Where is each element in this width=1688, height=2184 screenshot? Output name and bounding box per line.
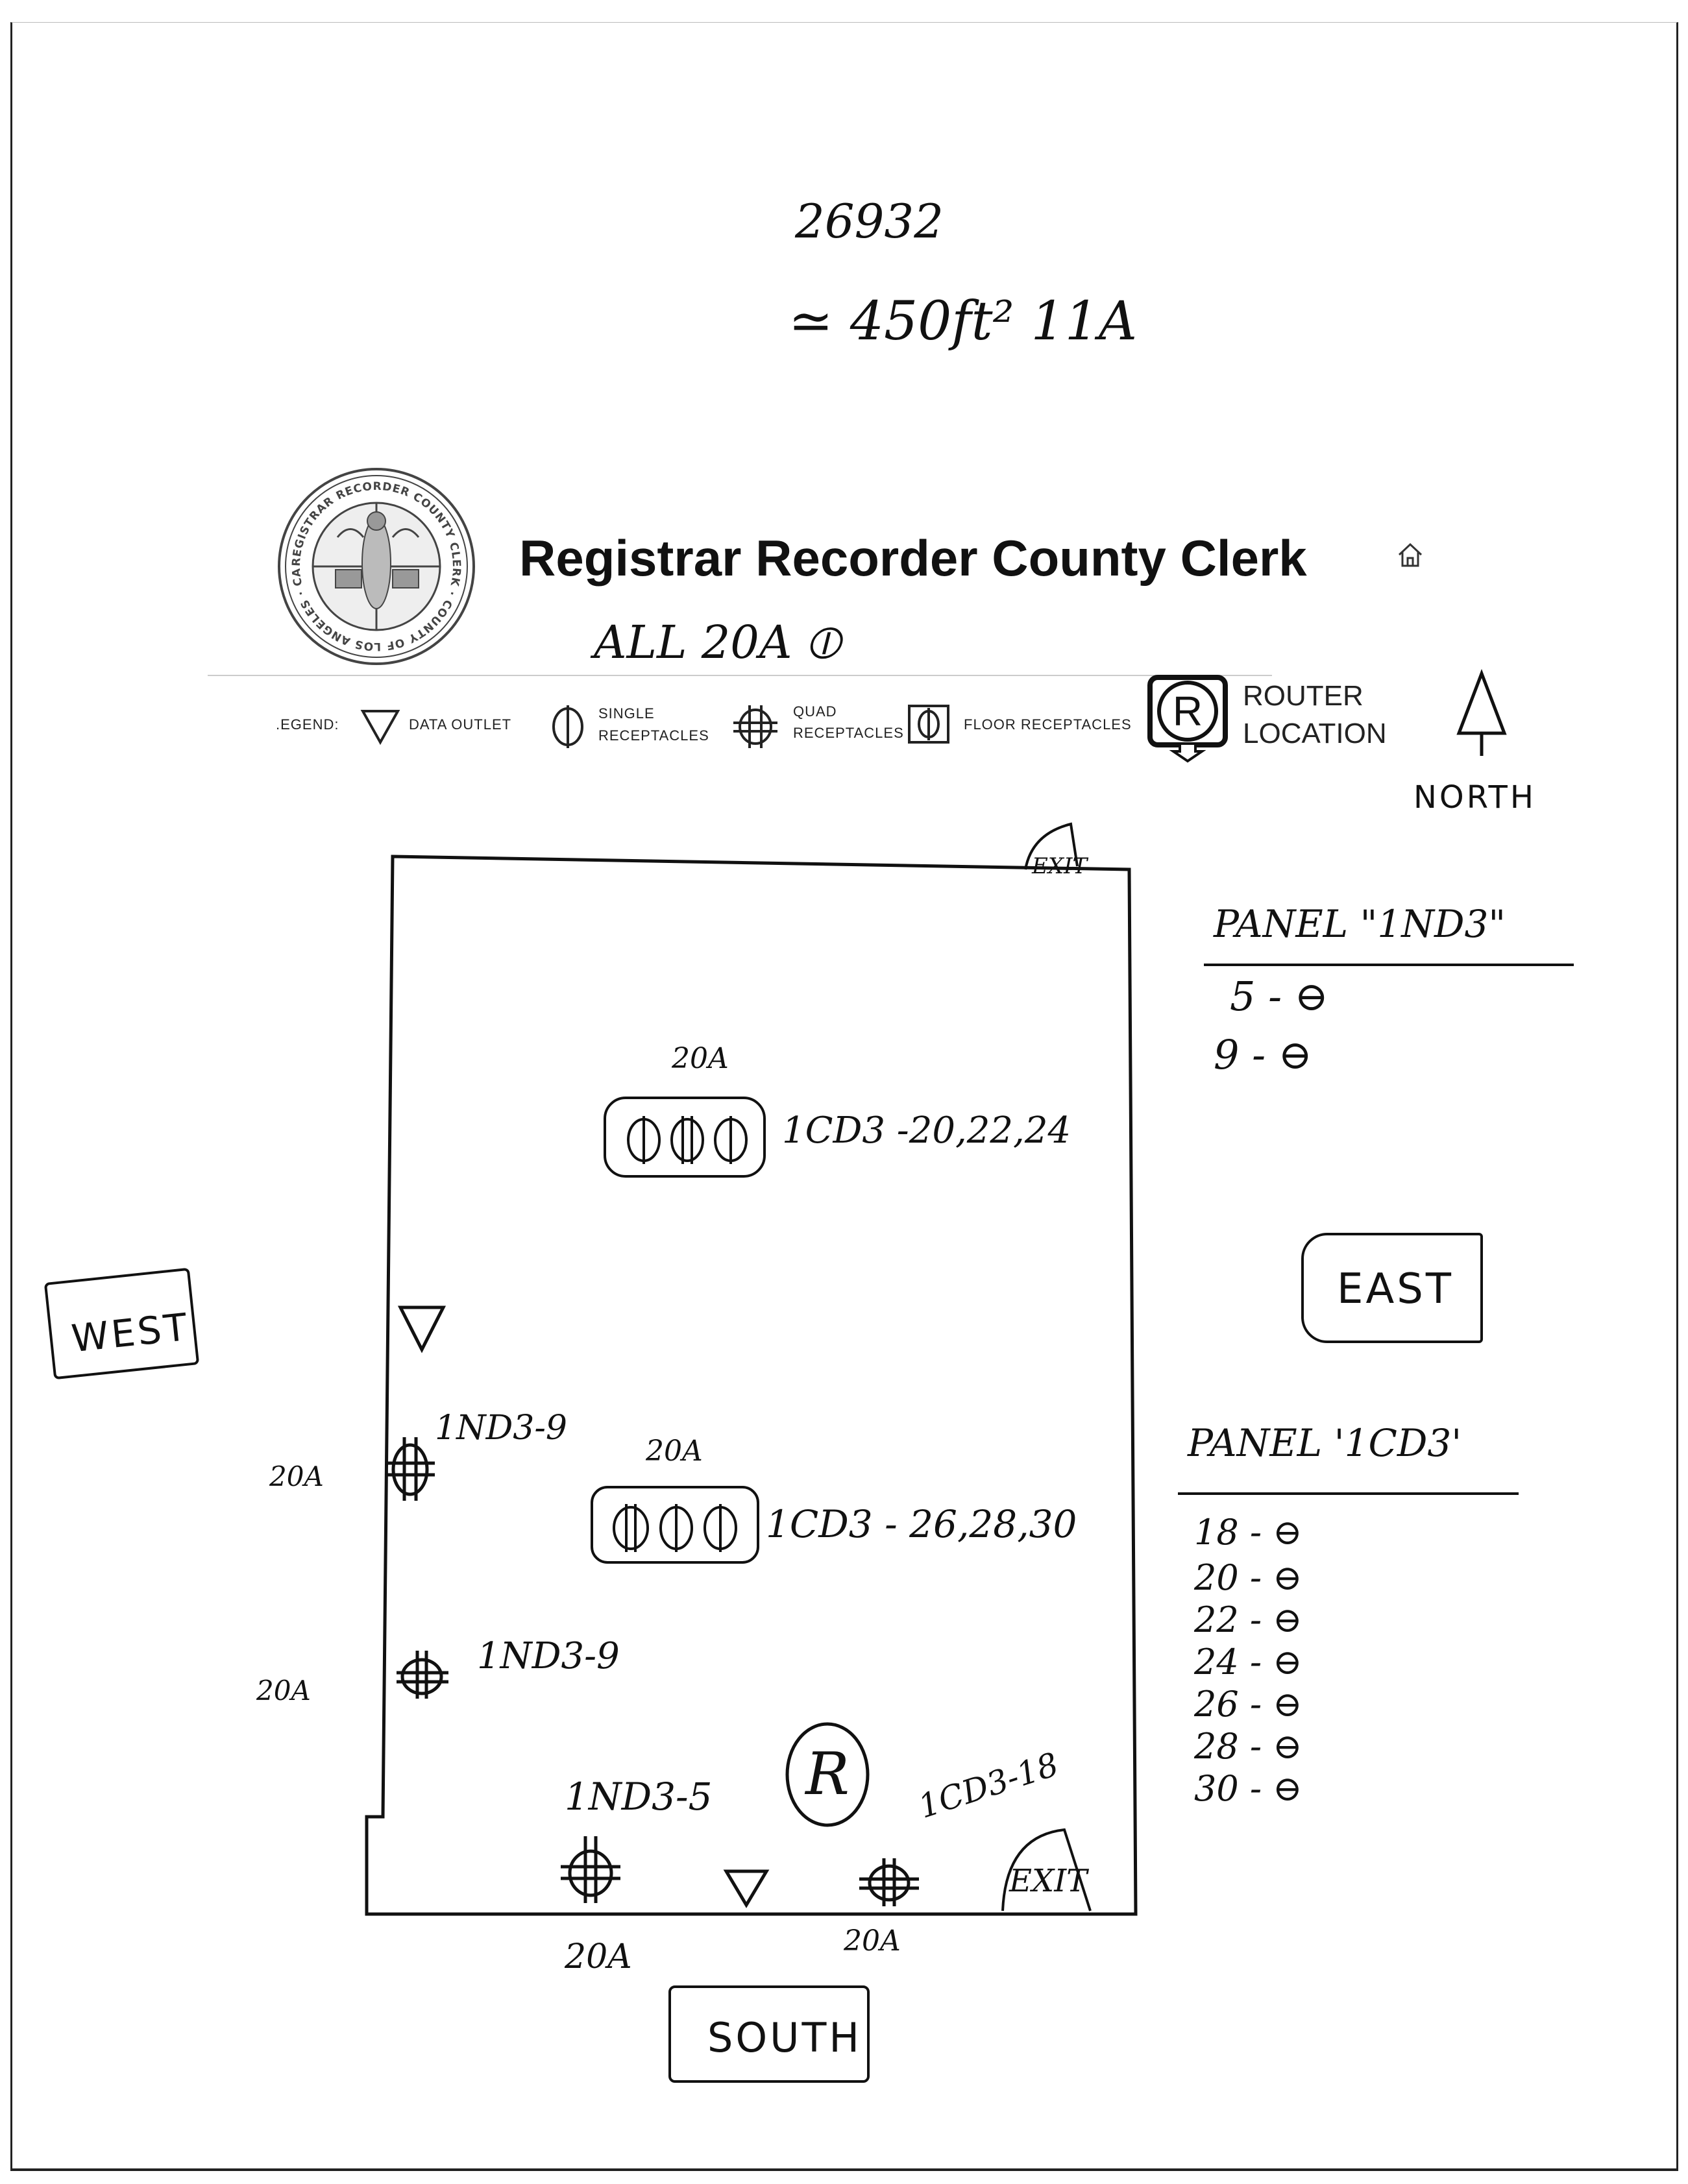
panel-ind3-entry-1: 5 - ⊖: [1230, 973, 1328, 1020]
west-quad-1-icon: [385, 1437, 435, 1501]
home-icon[interactable]: [1394, 539, 1426, 571]
east-label: EAST: [1337, 1265, 1454, 1313]
mid-cluster-receptacles: [613, 1504, 737, 1552]
legend-data-outlet: DATA OUTLET: [409, 716, 512, 733]
router-plan-letter: R: [804, 1740, 850, 1808]
router-plan-icon: R: [785, 1722, 870, 1827]
top-cluster-amp: 20A: [672, 1042, 729, 1075]
south-label: SOUTH: [707, 2014, 862, 2061]
router-circuit-label: 1ND3-5: [565, 1775, 713, 1819]
panel-icd3-entry-6: 28 - ⊖: [1194, 1726, 1303, 1767]
panel-ind3-underline: [1204, 964, 1574, 966]
panel-icd3-entry-1: 18 - ⊖: [1194, 1512, 1303, 1553]
router-location-icon: R: [1147, 675, 1228, 763]
panel-ind3-title: PANEL "1ND3": [1214, 902, 1506, 946]
data-outlet-icon: [360, 710, 400, 746]
panel-icd3-entry-7: 30 - ⊖: [1194, 1768, 1303, 1809]
all-receptacles-note: ALL 20A ⦶: [594, 616, 840, 669]
mid-cluster-label: 1CD3 - 26,28,30: [766, 1502, 1077, 1546]
east-box: [1301, 1233, 1483, 1343]
south-quad-left-amp: 20A: [565, 1937, 632, 1976]
header-divider: [208, 675, 1272, 676]
legend-router-1: ROUTER: [1243, 680, 1364, 712]
north-arrow-icon: [1456, 668, 1507, 756]
west-label: WEST: [69, 1304, 192, 1361]
legend-quad-2: RECEPTACLES: [793, 725, 904, 741]
panel-icd3-underline: [1178, 1492, 1519, 1495]
quad-receptacle-icon: [733, 705, 777, 748]
south-quad-right-icon: [859, 1858, 919, 1906]
data-outlet-south-icon: [723, 1869, 770, 1908]
panel-icd3-title: PANEL '1CD3': [1188, 1421, 1462, 1465]
legend-single-1: SINGLE: [598, 705, 655, 722]
exit-bottom-label: EXIT: [1009, 1863, 1088, 1899]
legend-quad-1: QUAD: [793, 703, 837, 720]
area-note: ≃ 450ft² 11A: [789, 291, 1138, 352]
legend-floor: FLOOR RECEPTACLES: [964, 716, 1132, 733]
top-cluster-receptacles: [627, 1116, 748, 1164]
panel-icd3-entry-5: 26 - ⊖: [1194, 1684, 1303, 1725]
panel-icd3-entry-2: 20 - ⊖: [1194, 1557, 1303, 1598]
router-icon-letter: R: [1173, 688, 1203, 734]
north-label: NORTH: [1413, 779, 1536, 816]
top-cluster-label: 1CD3 -20,22,24: [782, 1110, 1071, 1152]
top-floor-receptacle-box: [604, 1097, 766, 1178]
page-frame: [10, 22, 1678, 2171]
mid-cluster-amp: 20A: [646, 1435, 703, 1468]
panel-icd3-entry-3: 22 - ⊖: [1194, 1599, 1303, 1640]
panel-icd3-entry-4: 24 - ⊖: [1194, 1642, 1303, 1682]
exit-top-label: EXIT: [1032, 853, 1088, 879]
panel-ind3-entry-2: 9 - ⊖: [1214, 1031, 1312, 1078]
south-quad-left-icon: [561, 1836, 620, 1903]
county-seal-logo: REGISTRAR RECORDER COUNTY CLERK · COUNTY…: [271, 456, 475, 665]
south-quad-right-amp: 20A: [844, 1924, 901, 1958]
west-quad-2-icon: [397, 1651, 448, 1699]
job-number-note: 26932: [795, 194, 944, 249]
page-title: Registrar Recorder County Clerk: [519, 529, 1307, 587]
west-quad-1-amp: 20A: [269, 1461, 324, 1492]
floor-receptacle-icon: [908, 705, 949, 744]
west-quad-2-label: 1ND3-9: [477, 1635, 620, 1677]
south-box: [668, 1985, 870, 2083]
legend-label: .EGEND:: [276, 716, 339, 733]
legend-router-2: LOCATION: [1243, 718, 1387, 749]
mid-floor-receptacle-box: [591, 1486, 759, 1564]
west-quad-2-amp: 20A: [256, 1675, 311, 1706]
legend-single-2: RECEPTACLES: [598, 727, 709, 744]
west-quad-1-label: 1ND3-9: [435, 1409, 568, 1448]
single-receptacle-icon: [552, 705, 583, 748]
data-outlet-west-icon: [397, 1305, 446, 1353]
